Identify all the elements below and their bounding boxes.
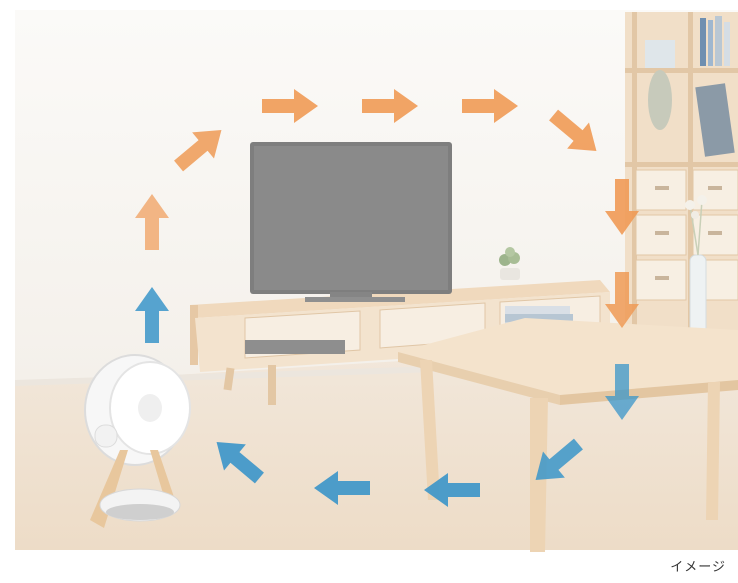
tv-icon: [250, 142, 452, 302]
bookshelf-icon: [625, 12, 738, 332]
image-caption: イメージ: [670, 556, 726, 575]
circulator-fan-icon: [85, 355, 190, 528]
